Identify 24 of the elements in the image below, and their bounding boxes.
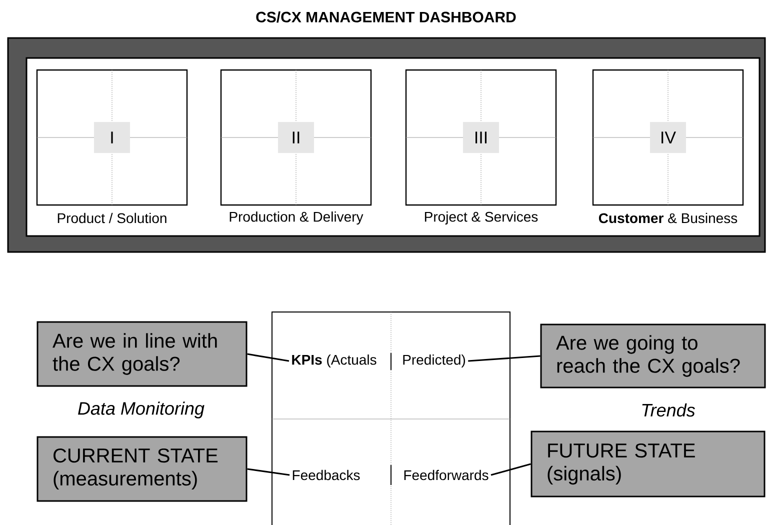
node-label: Production & Delivery: [230, 211, 364, 225]
quadrant-box: I Product / Solution: [36, 69, 188, 224]
quadrant-box: III Project & Services: [405, 69, 557, 225]
question-box: Are we going to reach the CX goals?: [540, 324, 766, 388]
leader-line: [247, 468, 290, 476]
leader-line: [468, 355, 540, 362]
question-box: Are we in line with the CX goals?: [36, 321, 248, 387]
node-label: Project & Services: [424, 211, 538, 225]
leader-line: [247, 353, 290, 362]
node-label: Customer & Business: [598, 212, 738, 224]
question-box: CURRENT STATE (measurements): [36, 436, 248, 502]
section-label: Trends: [642, 403, 695, 417]
question-box: FUTURE STATE (signals): [530, 430, 766, 498]
quadrant-box: II Production & Delivery: [220, 69, 372, 225]
cell-text: KPIs (Actuals: [289, 352, 379, 370]
cell-text: Feedforwards: [401, 468, 491, 482]
section-label: Data Monitoring: [78, 402, 204, 418]
cell-text: Predicted): [400, 352, 468, 370]
quadrant-box: [272, 312, 510, 525]
quadrant-box: IV Customer & Business: [592, 69, 744, 224]
leader-line: [490, 463, 531, 476]
node-label: Product / Solution: [58, 212, 166, 224]
title: CS/CX MANAGEMENT DASHBOARD: [256, 11, 516, 23]
cell-text: Feedbacks: [290, 468, 362, 482]
